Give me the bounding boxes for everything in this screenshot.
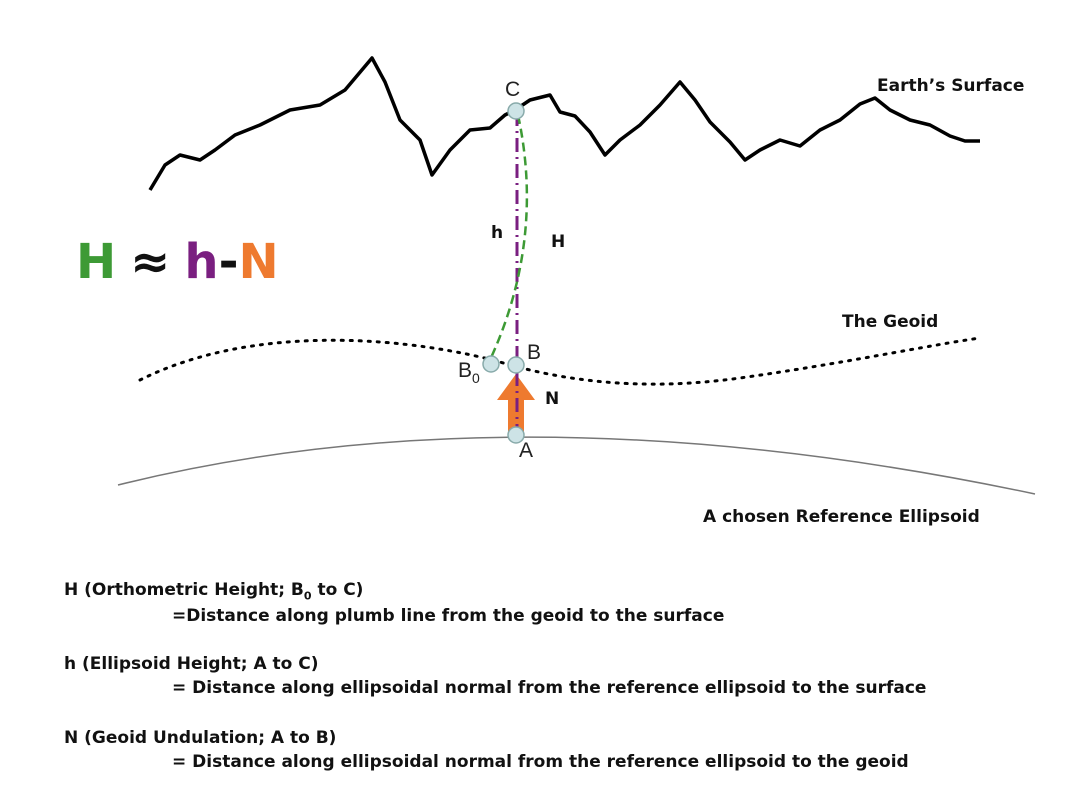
point-c xyxy=(507,102,525,120)
title-text-post: to C) xyxy=(311,580,364,600)
point-b0-label: B0 xyxy=(458,359,480,386)
point-a-label: A xyxy=(519,439,533,462)
earth-surface-line xyxy=(148,56,980,191)
definition-H: H (Orthometric Height; B0 to C) =Distanc… xyxy=(64,580,724,626)
eq-minus: - xyxy=(219,234,239,290)
earth-surface-label: Earth’s Surface xyxy=(877,76,1024,96)
point-b0 xyxy=(482,355,500,373)
point-a xyxy=(507,426,525,444)
eq-h: h xyxy=(184,234,218,290)
geoid-label: The Geoid xyxy=(842,312,938,332)
equation: H≈h-N xyxy=(76,234,279,290)
ellipsoid-label: A chosen Reference Ellipsoid xyxy=(703,507,980,527)
geoid-line xyxy=(138,336,982,386)
definition-h: h (Ellipsoid Height; A to C) = Distance … xyxy=(64,654,926,698)
definition-title: H (Orthometric Height; B0 to C) xyxy=(64,580,364,603)
point-b0-main: B xyxy=(458,359,472,382)
point-b0-sub: 0 xyxy=(472,370,480,386)
eq-N: N xyxy=(238,234,278,290)
definition-desc: = Distance along ellipsoidal normal from… xyxy=(172,678,927,698)
h-label: h xyxy=(491,223,503,243)
point-b xyxy=(507,356,525,374)
point-b-label: B xyxy=(527,341,541,364)
reference-ellipsoid-line xyxy=(117,436,1036,495)
H-label: H xyxy=(551,232,565,252)
title-sub: 0 xyxy=(303,589,312,603)
title-text: H (Orthometric Height; B xyxy=(64,580,304,600)
eq-approx: ≈ xyxy=(130,234,170,290)
definition-desc: =Distance along plumb line from the geoi… xyxy=(172,606,725,627)
point-c-label: C xyxy=(505,78,520,101)
N-label: N xyxy=(545,389,559,409)
definition-title: N (Geoid Undulation; A to B) xyxy=(64,728,337,748)
definition-N: N (Geoid Undulation; A to B) = Distance … xyxy=(64,728,909,772)
H-curve xyxy=(488,114,529,361)
definition-desc: = Distance along ellipsoidal normal from… xyxy=(172,752,909,772)
definition-title: h (Ellipsoid Height; A to C) xyxy=(64,654,319,674)
eq-H: H xyxy=(76,234,116,290)
